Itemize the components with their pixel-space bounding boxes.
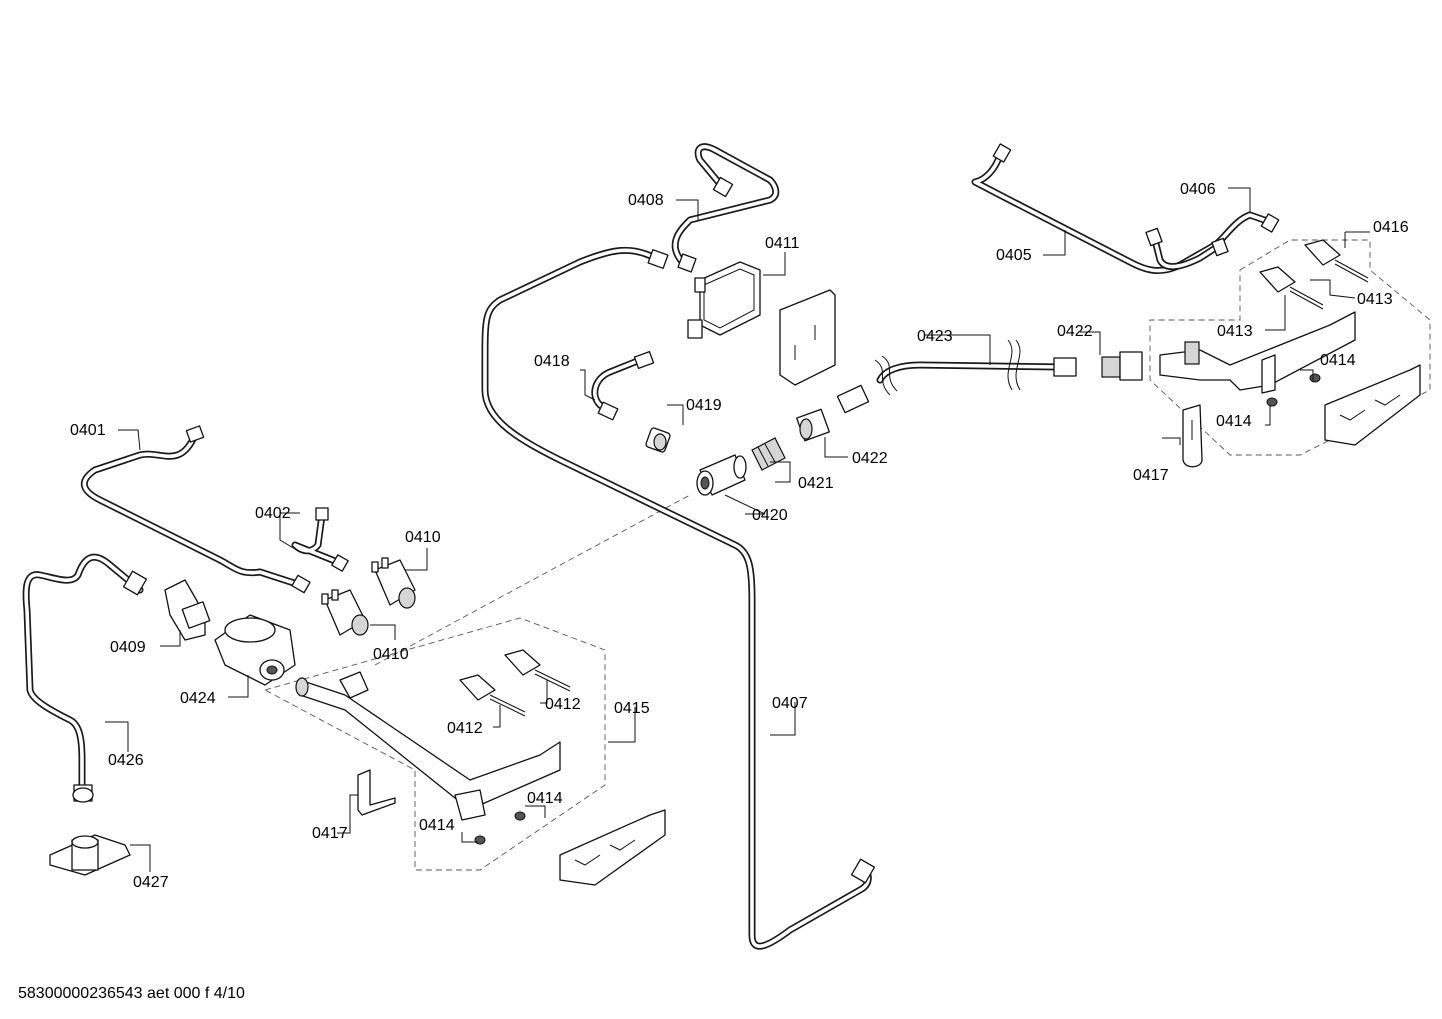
injector-0413-b [1259, 266, 1324, 310]
injector-0412-a [459, 674, 526, 717]
screws-0414-left [474, 811, 526, 845]
pipe-0418 [591, 356, 644, 416]
callout-0421: 0421 [798, 475, 834, 492]
callout-labels: 0401 0402 0405 0406 0407 0408 0409 0410 … [70, 181, 1409, 891]
fitting-0422-adapter [836, 384, 870, 414]
burner-rail-left [295, 671, 561, 821]
tee-0420 [696, 454, 747, 496]
bracket-0417-left [357, 769, 396, 816]
callout-0426: 0426 [108, 752, 144, 769]
solenoid-valve-0410-lower [321, 589, 369, 636]
pipe-0426 [22, 553, 144, 794]
assembly-outlines [263, 239, 1431, 871]
pipe-0402 [291, 511, 344, 567]
callout-0405: 0405 [996, 247, 1032, 264]
pipe-0405 [971, 151, 1274, 275]
callout-0422-upper: 0422 [1057, 323, 1093, 340]
callout-0427: 0427 [133, 874, 169, 891]
callout-0416: 0416 [1373, 219, 1409, 236]
injector-0412-b [504, 649, 571, 692]
callout-0414-right-a: 0414 [1320, 352, 1356, 369]
callout-0413-lower: 0413 [1217, 323, 1253, 340]
nipple-0419 [645, 427, 671, 453]
callout-0423: 0423 [917, 328, 953, 345]
regulator-0424 [214, 614, 296, 686]
callout-0411: 0411 [765, 235, 800, 252]
pipe-0407 [481, 246, 872, 950]
nipple-0421 [751, 437, 786, 471]
callout-0417-left: 0417 [312, 825, 348, 842]
callout-0417-right: 0417 [1133, 467, 1169, 484]
callout-0402: 0402 [255, 505, 291, 522]
pressure-switch-0411 [687, 261, 761, 339]
pipe-0406 [1151, 236, 1224, 270]
callout-0424: 0424 [180, 690, 216, 707]
callout-0415: 0415 [614, 700, 650, 717]
callout-0410-lower: 0410 [373, 646, 409, 663]
leader-lines [105, 187, 1370, 872]
injector-0413-a [1304, 239, 1369, 283]
callout-0401: 0401 [70, 422, 106, 439]
callout-0419: 0419 [686, 397, 722, 414]
pipe-nuts [72, 143, 1280, 884]
valve-0409 [164, 579, 211, 641]
callout-0412-right: 0412 [545, 696, 581, 713]
callout-0410-upper: 0410 [405, 529, 441, 546]
callout-0414-left-a: 0414 [527, 790, 563, 807]
callout-0418: 0418 [534, 353, 570, 370]
pipe-0408 [671, 143, 780, 269]
solenoid-valve-0410-upper [371, 557, 416, 609]
bracket-0417-right [1182, 404, 1203, 468]
callout-0420: 0420 [752, 507, 788, 524]
callout-0414-right-b: 0414 [1216, 413, 1252, 430]
fitting-0422-left [796, 408, 830, 442]
callout-0413-upper: 0413 [1357, 291, 1393, 308]
fitting-0422-right [1101, 351, 1143, 381]
pipe-0401 [80, 431, 304, 589]
callout-0408: 0408 [628, 192, 664, 209]
callout-0407: 0407 [772, 695, 808, 712]
pipe-0423 [874, 339, 1064, 396]
bracket-0411 [779, 289, 836, 386]
connector-0427 [49, 834, 131, 876]
callout-0412-left: 0412 [447, 720, 483, 737]
document-id: 58300000236543 aet 000 f 4/10 [18, 985, 245, 1002]
bracket-bottom-right [1324, 364, 1421, 446]
callout-0422-lower: 0422 [852, 450, 888, 467]
callout-0414-left-b: 0414 [419, 817, 455, 834]
callout-0406: 0406 [1180, 181, 1216, 198]
bracket-bottom-left [559, 809, 666, 886]
burner-rail-right [1159, 311, 1356, 394]
callout-0409: 0409 [110, 639, 146, 656]
